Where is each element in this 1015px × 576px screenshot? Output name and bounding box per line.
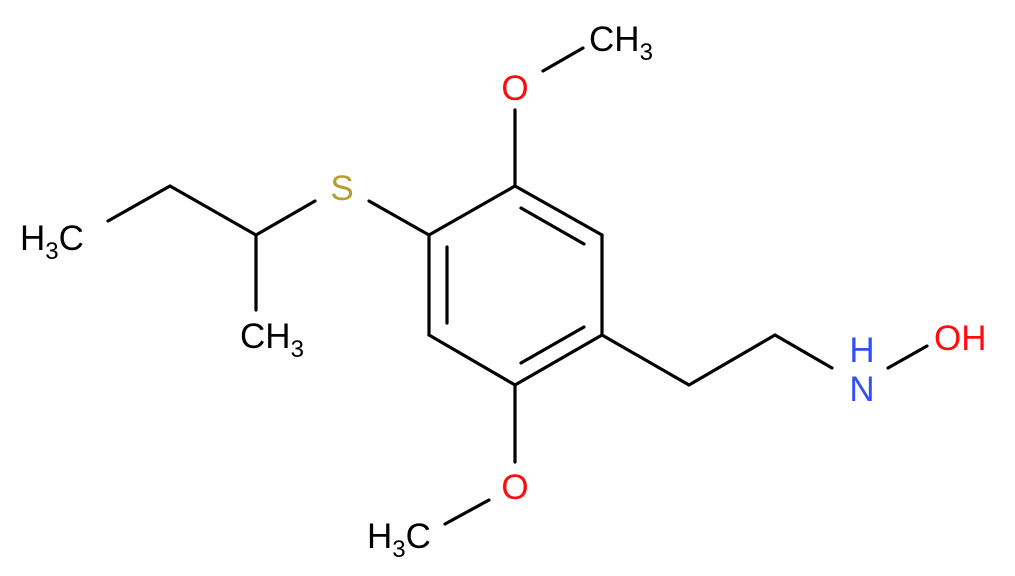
ring-double-bond: [519, 206, 586, 246]
atom-labels: CH3 O S H3C CH3 H N OH O H3C: [20, 20, 987, 563]
atom-n: N: [849, 370, 874, 409]
bond-ring-ch2: [600, 333, 691, 387]
bond-o-ch3-top: [541, 46, 585, 73]
bond-s-ch: [254, 199, 317, 237]
atom-o-top: O: [501, 69, 528, 108]
atom-oh: OH: [934, 319, 987, 358]
bond-ring-s: [367, 199, 431, 237]
atom-h3c-bottom: H3C: [367, 517, 431, 563]
bond-ch2-ch2: [687, 333, 777, 387]
ring-bond: [513, 333, 604, 387]
bond-ch2-ch3: [106, 184, 172, 223]
bonds: [106, 46, 929, 526]
atom-s: S: [330, 169, 353, 208]
ring-bond: [427, 333, 517, 387]
ring-bond: [427, 184, 517, 237]
atom-o-bottom: O: [501, 468, 528, 507]
ring-double-bond: [519, 325, 586, 365]
bond-n-o: [886, 344, 929, 370]
atom-ch3-top: CH3: [589, 20, 653, 66]
atom-h-on-n: H: [849, 331, 874, 370]
atom-ch3-mid: CH3: [240, 317, 304, 363]
ring-bond: [513, 184, 604, 237]
bond-ch2-n: [773, 333, 834, 370]
bond-o-ch3-bottom: [443, 498, 491, 526]
bond-ch-ch2: [168, 184, 258, 237]
atom-h3c-left: H3C: [20, 219, 84, 265]
